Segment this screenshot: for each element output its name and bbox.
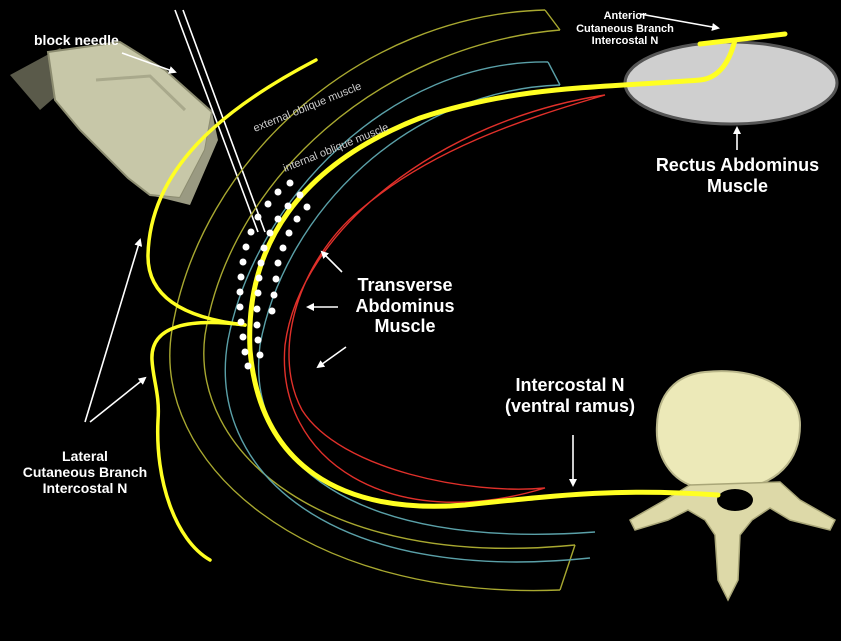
intercostal-line-1: Intercostal N [480,375,660,396]
anterior-branch-line-1: Anterior [560,10,690,23]
rectus-line-1: Rectus Abdominus [640,155,835,176]
lateral-line-2: Cutaneous Branch [10,464,160,480]
anterior-branch-line-2: Cutaneous Branch [560,23,690,36]
rectus-line-2: Muscle [640,176,835,197]
transverse-line-2: Abdominus [340,296,470,317]
transverse-line-3: Muscle [340,316,470,337]
anterior-branch-label: Anterior Cutaneous Branch Intercostal N [560,10,690,48]
intercostal-line-2: (ventral ramus) [480,396,660,417]
block-needle-label: block needle [34,32,119,48]
transverse-line-1: Transverse [340,275,470,296]
arrow-lateral-1 [85,240,140,422]
lateral-line-3: Intercostal N [10,480,160,496]
arrow-transverse-3 [318,347,346,367]
lateral-branch-label: Lateral Cutaneous Branch Intercostal N [10,448,160,496]
arrow-lateral-2 [90,378,145,422]
rectus-abdominus-label: Rectus Abdominus Muscle [640,155,835,196]
transverse-abdominus-label: Transverse Abdominus Muscle [340,275,470,337]
lateral-branch-lower [152,323,245,560]
lateral-line-1: Lateral [10,448,160,464]
arrow-transverse-1 [322,252,342,272]
anterior-branch-line-3: Intercostal N [560,35,690,48]
vertebra [630,371,835,600]
ultrasound-probe [10,42,218,205]
intercostal-label: Intercostal N (ventral ramus) [480,375,660,416]
